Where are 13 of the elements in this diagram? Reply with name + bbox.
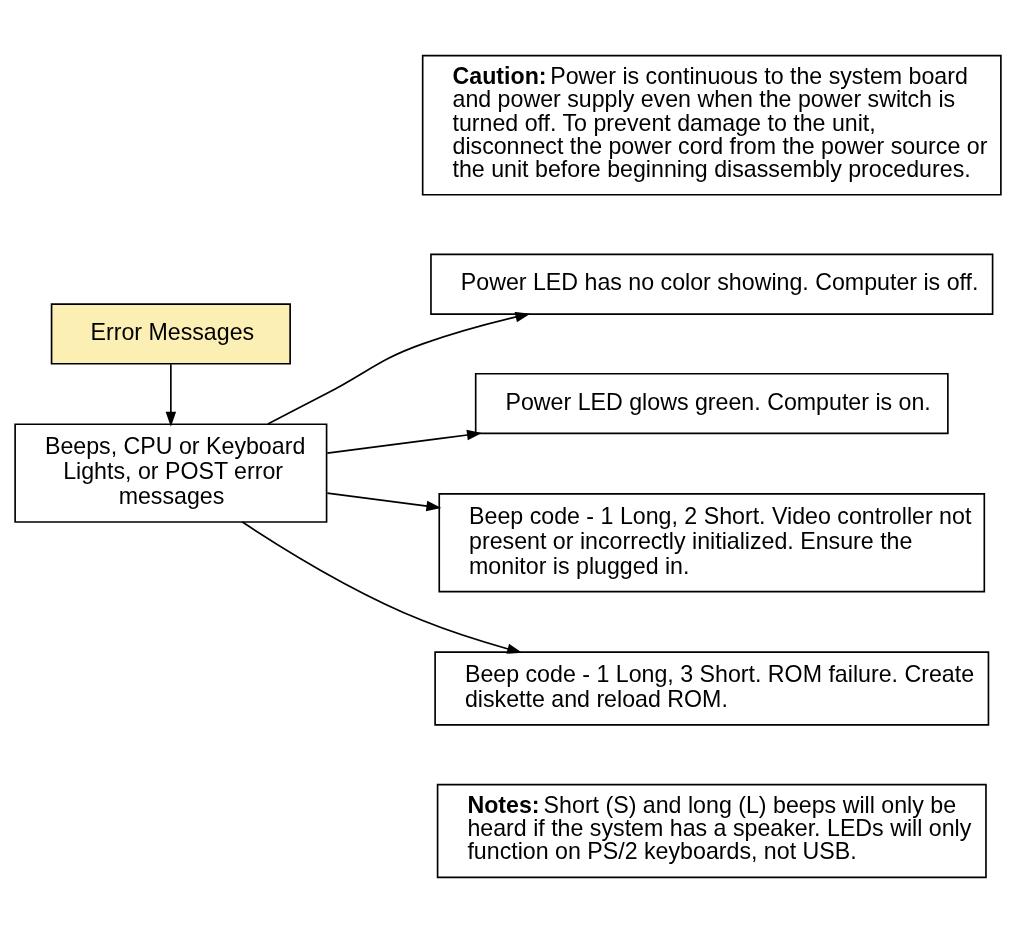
node-box: Beeps, CPU or Keyboard Lights, or POST error messages: [14, 422, 328, 523]
arrow: [165, 362, 177, 427]
node-box: Beep code - 1 Long, 3 Short. ROM failure. Create diskette and reload ROM.: [434, 650, 990, 726]
arrow: [267, 311, 531, 425]
arrow: [326, 491, 442, 511]
arrow: [326, 429, 482, 454]
node-box: Error Messages: [50, 302, 291, 365]
node-box: Notes: Short (S) and long (L) beeps will only be heard if the system has a speaker. LEDs will only function on PS/2 keyboards, not USB.: [436, 783, 987, 878]
node-box: Power LED glows green. Computer is on.: [474, 372, 949, 434]
node-box: Caution: Power is continuous to the system board and power supply even when the power switch is turned off. To prevent damage to the unit, disconnect the power cord from the power source or the unit before beginning disassembly procedures.: [421, 54, 1002, 196]
arrow: [241, 520, 523, 654]
node-box: Beep code - 1 Long, 2 Short. Video controller not present or incorrectly initialized. Ensure the monitor is plugged in.: [438, 492, 986, 592]
node-box: Power LED has no color showing. Computer is off.: [430, 253, 994, 315]
